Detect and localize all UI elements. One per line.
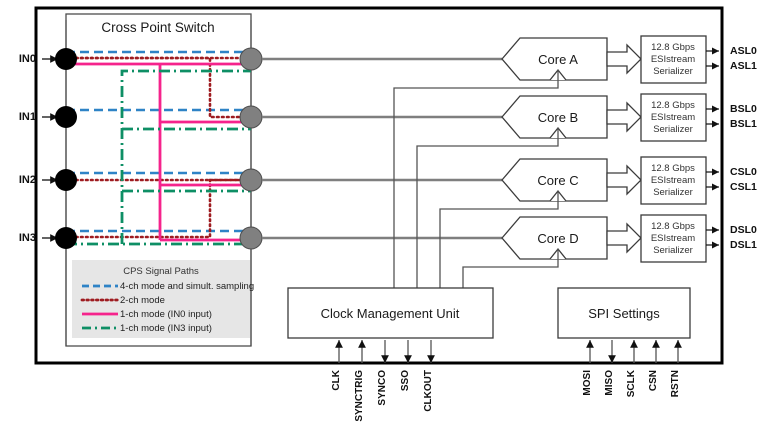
spi-pin-label-rstn: RSTN: [670, 370, 681, 397]
core-d-serializer-line1: 12.8 Gbps: [651, 221, 695, 232]
cps-node-in3[interactable]: [55, 227, 77, 249]
core-a-serializer-line2: ESIstream: [651, 54, 695, 65]
cps-legend: CPS Signal Paths 4-ch mode and simult. s…: [72, 260, 254, 338]
cps-node-out-c[interactable]: [239, 168, 263, 192]
input-label-in3: IN3: [19, 232, 36, 244]
cmu-pin-label-synco: SYNCO: [377, 370, 388, 406]
core-d-group: Core D 12.8 Gbps ESIstream Serializer DS…: [501, 214, 757, 263]
core-b-group: Core B 12.8 Gbps ESIstream Serializer BS…: [501, 93, 757, 142]
cps-legend-label-0: 4-ch mode and simult. sampling: [120, 281, 254, 292]
spi-pin-label-csn: CSN: [648, 370, 659, 391]
core-a-output-arrow: [606, 43, 642, 75]
core-d-label: Core D: [537, 231, 578, 246]
core-c-output-label-0: CSL0: [730, 166, 757, 178]
core-c-label: Core C: [537, 173, 578, 188]
cmu-pins: CLK SYNCTRIG SYNCO SSO CLKOUT: [331, 340, 435, 422]
cps-node-in0[interactable]: [55, 48, 77, 70]
core-a-serializer-line1: 12.8 Gbps: [651, 42, 695, 53]
core-a-label: Core A: [538, 52, 578, 67]
core-b-output-arrow: [606, 101, 642, 133]
cps-legend-label-1: 2-ch mode: [120, 295, 165, 306]
core-b-output-label-0: BSL0: [730, 103, 757, 115]
cps-node-out-d[interactable]: [239, 226, 263, 250]
spi-settings-label: SPI Settings: [588, 306, 660, 321]
cps-node-in2[interactable]: [55, 169, 77, 191]
core-b-output-label-1: BSL1: [730, 118, 757, 130]
input-label-in0: IN0: [19, 53, 36, 65]
cps-node-out-b[interactable]: [239, 105, 263, 129]
core-c-group: Core C 12.8 Gbps ESIstream Serializer CS…: [501, 156, 757, 205]
cps-legend-title: CPS Signal Paths: [123, 266, 199, 277]
cmu-pin-label-synctrig: SYNCTRIG: [354, 370, 365, 422]
cmu-pin-label-sso: SSO: [400, 370, 411, 391]
spi-pins: MOSI MISO SCLK CSN RSTN: [582, 340, 682, 397]
core-b-serializer-line1: 12.8 Gbps: [651, 100, 695, 111]
path-1ch-mode-in3: [66, 69, 251, 246]
core-c-serializer-line1: 12.8 Gbps: [651, 163, 695, 174]
cps-node-out-a[interactable]: [239, 47, 263, 71]
input-label-in1: IN1: [19, 111, 36, 123]
core-d-serializer-line2: ESIstream: [651, 233, 695, 244]
cps-legend-label-2: 1-ch mode (IN0 input): [120, 309, 212, 320]
path-4ch-mode: [66, 50, 251, 233]
core-a-output-label-0: ASL0: [730, 45, 757, 57]
cps-to-core-wires: [262, 57, 502, 240]
cross-point-switch-title: Cross Point Switch: [101, 20, 214, 35]
core-a-output-label-1: ASL1: [730, 60, 757, 72]
cps-node-in1[interactable]: [55, 106, 77, 128]
core-d-serializer-box[interactable]: [640, 214, 707, 263]
cmu-pin-label-clk: CLK: [331, 369, 342, 390]
core-a-serializer-line3: Serializer: [653, 66, 693, 77]
core-a-serializer-box[interactable]: [640, 35, 707, 84]
core-c-serializer-box[interactable]: [640, 156, 707, 205]
spi-settings-box[interactable]: [557, 287, 691, 339]
core-d-serializer-line3: Serializer: [653, 245, 693, 256]
cmu-pin-label-clkout: CLKOUT: [423, 370, 434, 412]
core-a-group: Core A 12.8 Gbps ESIstream Serializer AS…: [501, 35, 757, 84]
core-c-output-label-1: CSL1: [730, 181, 757, 193]
cps-legend-label-3: 1-ch mode (IN3 input): [120, 323, 212, 334]
path-2ch-mode: [64, 56, 253, 239]
core-c-serializer-line2: ESIstream: [651, 175, 695, 186]
core-d-output-arrow: [606, 222, 642, 254]
input-label-in2: IN2: [19, 174, 36, 186]
core-b-serializer-line3: Serializer: [653, 124, 693, 135]
core-d-output-label-0: DSL0: [730, 224, 757, 236]
core-b-serializer-line2: ESIstream: [651, 112, 695, 123]
core-b-serializer-box[interactable]: [640, 93, 707, 142]
clock-management-unit-box[interactable]: [287, 287, 494, 339]
spi-pin-label-sclk: SCLK: [626, 369, 637, 397]
path-1ch-mode-in0: [66, 62, 251, 242]
core-b-label: Core B: [538, 110, 578, 125]
spi-pin-label-mosi: MOSI: [582, 370, 593, 396]
core-c-output-arrow: [606, 164, 642, 196]
core-d-output-label-1: DSL1: [730, 239, 757, 251]
clock-management-unit-label: Clock Management Unit: [321, 306, 460, 321]
spi-pin-label-miso: MISO: [604, 370, 615, 396]
core-c-serializer-line3: Serializer: [653, 187, 693, 198]
clock-distribution-wires: [393, 70, 559, 288]
